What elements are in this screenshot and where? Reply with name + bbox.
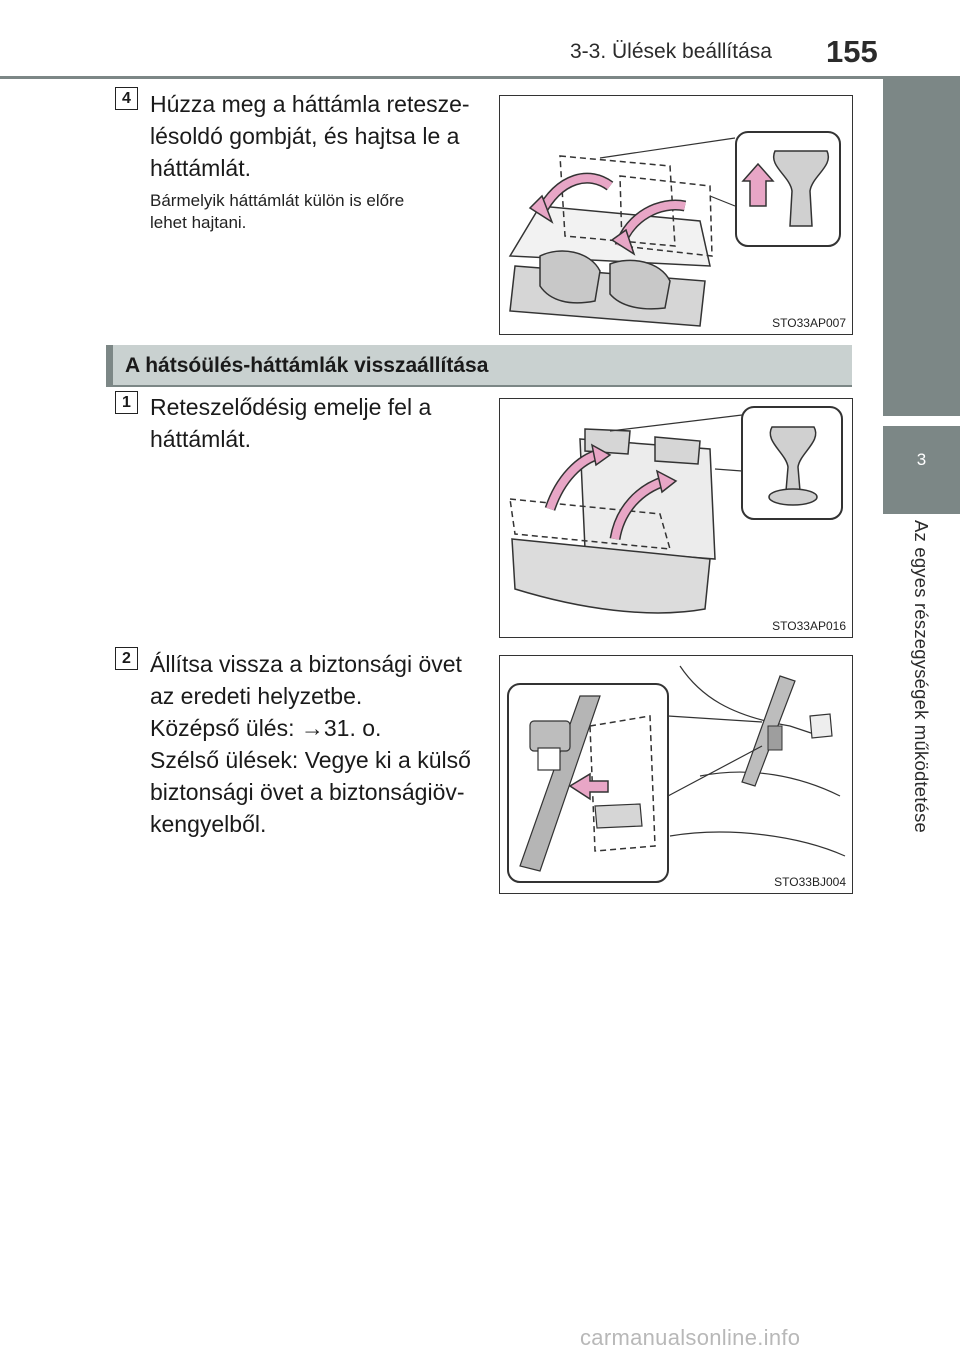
figure-code-1: STO33AP007 <box>772 316 846 330</box>
figure-code-2: STO33AP016 <box>772 619 846 633</box>
side-tab-label: Az egyes részegységek működtetése <box>911 520 932 834</box>
figure-seatbelt-restore: STO33BJ004 <box>499 655 853 894</box>
step-4-note-line: lehet hajtani. <box>150 213 247 232</box>
step-2-line: biztonsági övet a biztonságiöv- <box>150 779 465 805</box>
step-2-text: Állítsa vissza a biztonsági övet az ered… <box>150 648 490 840</box>
side-tab-chapter-number: 3 <box>916 450 927 469</box>
step-4-line: lésoldó gombját, és hajtsa le a <box>150 123 460 149</box>
step-1-number: 1 <box>115 391 138 414</box>
footer-watermark: carmanualsonline.info <box>580 1325 801 1350</box>
seat-fold-illustration <box>508 131 841 327</box>
step-2-line: az eredeti helyzetbe. <box>150 683 363 709</box>
step-2-line: Szélső ülések: Vegye ki a külső <box>150 747 471 773</box>
seatbelt-illustration <box>507 665 846 883</box>
step-4-note-line: Bármelyik háttámlát külön is előre <box>150 191 405 210</box>
section-heading-accent <box>106 345 113 385</box>
step-4-line: Húzza meg a háttámla retesze- <box>150 91 470 117</box>
header-rule <box>0 76 960 79</box>
figure-raise-backrest: STO33AP016 <box>499 398 853 638</box>
figure-fold-backrest: STO33AP007 <box>499 95 853 335</box>
chapter-header-title: 3-3. Ülések beállítása <box>570 40 772 63</box>
figure-code-3: STO33BJ004 <box>774 875 846 889</box>
side-tab-label-wrap: Az egyes részegységek működtetése <box>896 520 946 860</box>
side-tab-bar <box>883 78 960 416</box>
step-1-line: háttámlát. <box>150 426 251 452</box>
seat-raise-illustration <box>509 406 843 614</box>
side-tab-chapter-block <box>883 426 960 514</box>
step-4-line: háttámlát. <box>150 155 251 181</box>
step-2-line: kengyelből. <box>150 811 267 837</box>
step-4-note: Bármelyik háttámlát külön is előre lehet… <box>150 190 480 234</box>
page-number: 155 <box>826 34 878 69</box>
section-heading: A hátsóülés-háttámlák visszaállítása <box>125 354 489 377</box>
step-2-line: Középső ülés: →31. o. <box>150 715 382 741</box>
step-4-text: Húzza meg a háttámla retesze- lésoldó go… <box>150 88 490 184</box>
step-2-number: 2 <box>115 647 138 670</box>
step-1-text: Reteszelődésig emelje fel a háttámlát. <box>150 391 490 455</box>
step-4-number: 4 <box>115 87 138 110</box>
step-2-line: Állítsa vissza a biztonsági övet <box>150 651 462 677</box>
section-heading-bar: A hátsóülés-háttámlák visszaállítása <box>106 345 852 387</box>
step-1-line: Reteszelődésig emelje fel a <box>150 394 432 420</box>
